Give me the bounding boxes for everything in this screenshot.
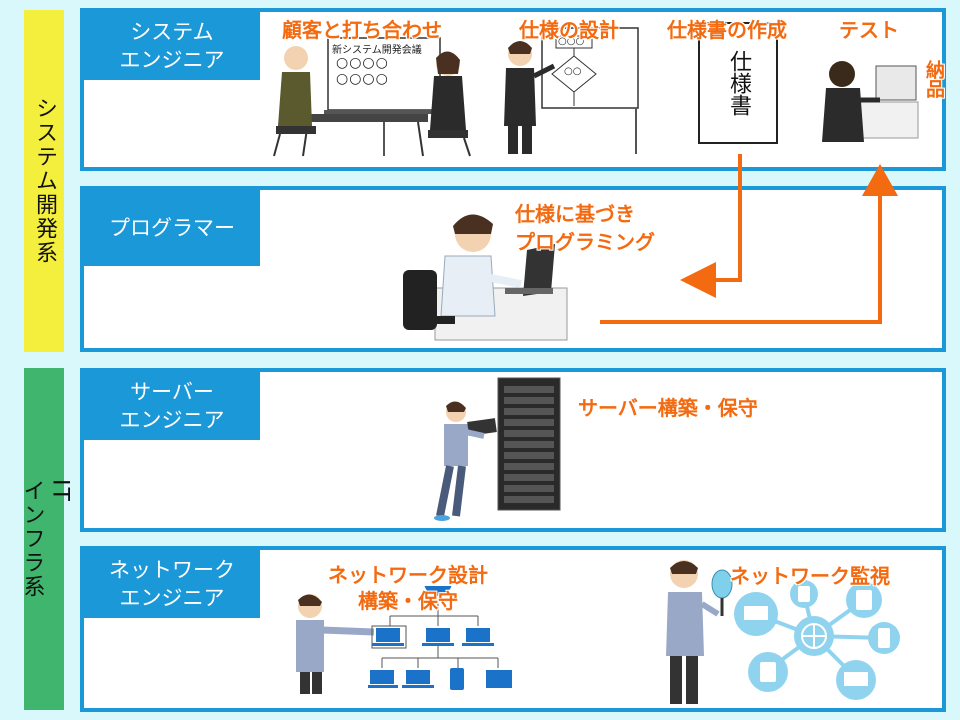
task-network-design: ネットワーク設計 構築・保守 xyxy=(328,563,488,613)
task-programming: 仕様に基づき プログラミング xyxy=(515,202,655,254)
task-network-monitor: ネットワーク監視 xyxy=(730,564,890,588)
role-label-programmer: プログラマー xyxy=(84,190,260,266)
category-system-development: システム開発系 xyxy=(24,10,64,352)
task-test: テスト xyxy=(839,18,899,42)
task-spec-writing: 仕様書の作成 xyxy=(667,18,787,42)
programmer-illustration xyxy=(403,214,568,341)
role-label-server-engineer: サーバー エンジニア xyxy=(84,372,260,440)
design-illustration xyxy=(504,27,639,154)
category-it-infrastructure: IT インフラ系 xyxy=(20,368,73,710)
task-delivery: 納品 xyxy=(923,60,945,98)
panel-network-engineer: ネットワーク エンジニア xyxy=(80,546,946,712)
task-meeting: 顧客と打ち合わせ xyxy=(282,18,442,42)
design-top-marks: ○○○ xyxy=(558,36,585,47)
network-topology-diagram xyxy=(368,586,512,690)
network-monitor-figure xyxy=(666,560,733,704)
role-label-system-engineer: システム エンジニア xyxy=(84,12,260,80)
meeting-illustration xyxy=(273,37,471,157)
role-label-network-engineer: ネットワーク エンジニア xyxy=(84,550,260,618)
testing-illustration xyxy=(822,61,919,142)
network-monitoring-diagram xyxy=(734,580,900,700)
server-rack-illustration xyxy=(497,377,561,511)
task-server-build: サーバー構築・保守 xyxy=(578,396,758,420)
specification-document: 仕様書 xyxy=(698,22,778,144)
task-spec-design: 仕様の設計 xyxy=(519,18,619,42)
server-engineer-figure xyxy=(434,401,497,521)
network-designer-figure xyxy=(296,594,375,694)
whiteboard-marks: ○○○○ ○○○○ xyxy=(336,55,389,87)
design-mid-marks: ○○ xyxy=(564,66,582,77)
whiteboard-title: 新システム開発会議 xyxy=(332,45,422,56)
